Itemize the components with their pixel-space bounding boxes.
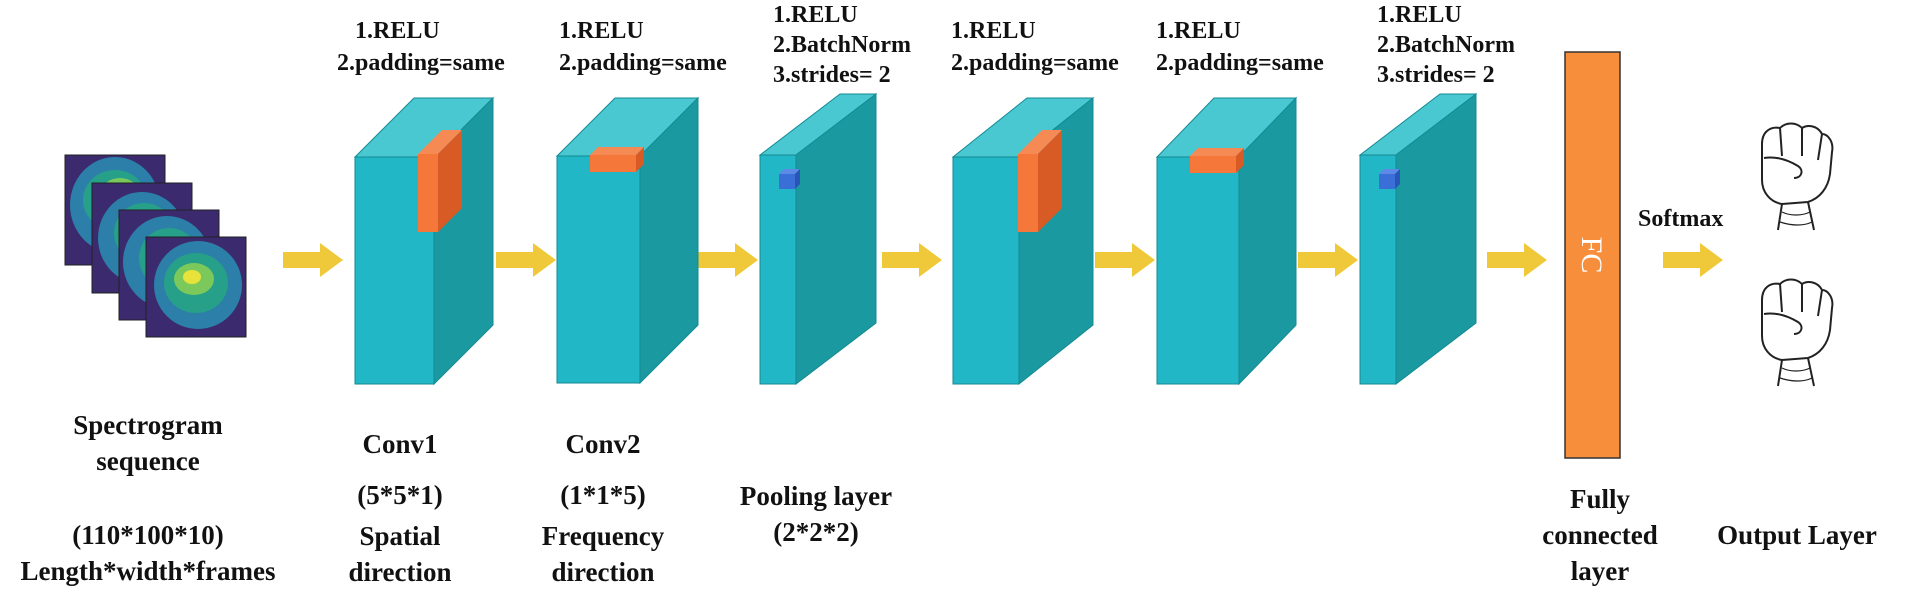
flow-arrow — [698, 243, 758, 277]
flow-arrows — [283, 243, 1723, 277]
block-config-line: 2.BatchNorm — [773, 32, 911, 58]
flow-arrow — [1663, 243, 1723, 277]
flow-arrow — [283, 243, 343, 277]
conv-kernel — [1190, 148, 1244, 173]
feature-map-cube — [1155, 96, 1298, 386]
conv-kernel — [590, 147, 644, 172]
flow-arrow — [496, 243, 556, 277]
pooling-kernel — [1379, 169, 1400, 189]
conv-kernel — [418, 130, 462, 232]
block-config-line: 2.padding=same — [1156, 50, 1324, 76]
block-config-line: 1.RELU — [559, 18, 644, 44]
fist-icon — [1761, 278, 1834, 387]
conv1-block: 1.RELU 2.padding=same Conv1 (5*5*1) Spat… — [337, 18, 505, 587]
feature-map-cube — [758, 92, 878, 386]
conv4-block: 1.RELU 2.padding=same — [1155, 18, 1324, 386]
block-config-line: 2.padding=same — [337, 50, 505, 76]
fc-label-line: connected — [1542, 520, 1657, 550]
block-config-line: 1.RELU — [951, 18, 1036, 44]
flow-arrow — [1298, 243, 1358, 277]
softmax-label: Softmax — [1638, 206, 1723, 232]
input-title-line1: Spectrogram — [73, 410, 223, 440]
input-dims: (110*100*10) — [72, 520, 224, 550]
spectrogram-sequence — [64, 154, 247, 338]
block-config-line: 1.RELU — [773, 2, 858, 28]
block-name: Conv2 — [565, 429, 640, 459]
block-config-line: 1.RELU — [1156, 18, 1241, 44]
block-dims: (2*2*2) — [773, 517, 858, 547]
feature-map-cube — [951, 96, 1095, 386]
block-dims: (1*1*5) — [560, 480, 645, 510]
fc-bar — [1564, 51, 1621, 459]
flow-arrow — [1487, 243, 1547, 277]
block-desc-line: direction — [552, 557, 655, 587]
input-title-line2: sequence — [96, 446, 200, 476]
block-dims: (5*5*1) — [357, 480, 442, 510]
conv3-block: 1.RELU 2.padding=same — [951, 18, 1119, 386]
block-config-line: 2.BatchNorm — [1377, 32, 1515, 58]
flow-arrow — [882, 243, 942, 277]
block-config-line: 2.padding=same — [559, 50, 727, 76]
conv-kernel — [1018, 130, 1062, 232]
fully-connected-layer: FC Fully connected layer — [1542, 51, 1658, 586]
fc-label-line: Fully — [1570, 484, 1631, 514]
output-layer-label: Output Layer — [1717, 520, 1877, 550]
feature-map-cube — [555, 96, 700, 385]
flow-arrow — [1095, 243, 1155, 277]
block-desc-line: Spatial — [359, 521, 441, 551]
block-config-line: 3.strides= 2 — [1377, 62, 1495, 88]
fc-inside-label: FC — [1575, 237, 1608, 274]
block-desc-line: direction — [349, 557, 452, 587]
block-config-line: 1.RELU — [1377, 2, 1462, 28]
fist-icon — [1761, 122, 1834, 231]
feature-map-cube — [353, 96, 495, 386]
block-config-line: 3.strides= 2 — [773, 62, 891, 88]
pooling-block: 1.RELU 2.BatchNorm 3.strides= 2 Pooling … — [740, 2, 911, 547]
block-config-line: 2.padding=same — [951, 50, 1119, 76]
pooling2-block: 1.RELU 2.BatchNorm 3.strides= 2 — [1358, 2, 1515, 386]
conv2-block: 1.RELU 2.padding=same Conv2 (1*1*5) Freq… — [542, 18, 727, 587]
block-name: Conv1 — [362, 429, 437, 459]
block-desc-line: Frequency — [542, 521, 665, 551]
spectrogram-frame-icon — [145, 236, 247, 338]
fc-label-line: layer — [1571, 556, 1629, 586]
block-config-line: 1.RELU — [355, 18, 440, 44]
feature-map-cube — [1358, 92, 1478, 386]
pooling-kernel — [779, 169, 800, 189]
input-dims-desc: Length*width*frames — [21, 556, 276, 586]
block-name: Pooling layer — [740, 481, 892, 511]
